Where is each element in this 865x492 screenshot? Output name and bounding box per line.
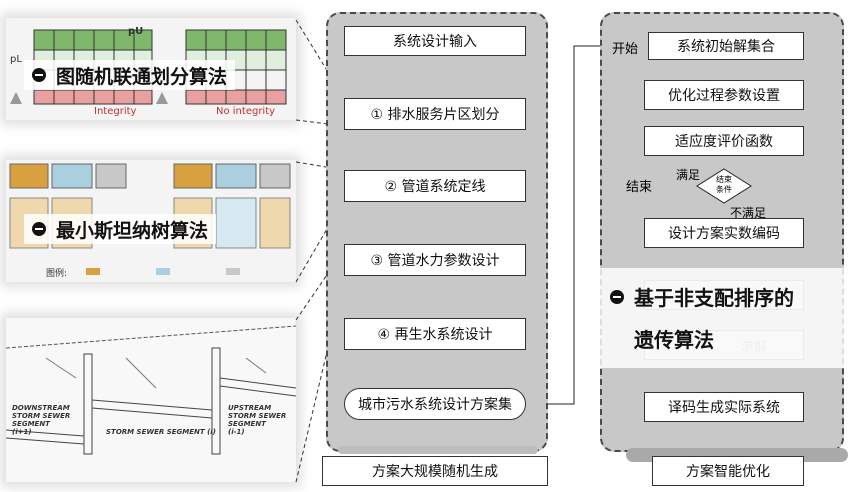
end-condition-text: 结束 条件 <box>716 175 732 194</box>
mst-label: 最小斯坦纳树算法 <box>24 214 217 244</box>
mst-title: 最小斯坦纳树算法 <box>56 219 209 242</box>
step-fitness-function[interactable]: 适应度评价函数 <box>644 126 804 156</box>
arrow-bullet-icon <box>610 289 624 304</box>
pu-label: pU <box>128 26 144 37</box>
pl-label: pL <box>10 54 22 65</box>
step-pipe-routing[interactable]: ② 管道系统定线 <box>344 170 526 202</box>
integrity-label: Integrity <box>94 106 137 117</box>
panel-base <box>338 446 538 454</box>
not-satisfied-label: 不满足 <box>730 206 767 220</box>
step-reclaimed-water[interactable]: ④ 再生水系统设计 <box>344 318 526 350</box>
step-system-input[interactable]: 系统设计输入 <box>344 26 526 56</box>
arrow-bullet-icon <box>32 68 46 82</box>
random-generation-caption: 方案大规模随机生成 <box>322 456 548 486</box>
step-real-encoding[interactable]: 设计方案实数编码 <box>644 218 804 248</box>
step-parameter-setup[interactable]: 优化过程参数设置 <box>644 80 804 110</box>
random-generation-panel <box>326 12 548 452</box>
step-initial-solution[interactable]: 系统初始解集合 <box>648 32 804 60</box>
diamond-shape <box>696 168 752 204</box>
upstream-label: UPSTREAM STORM SEWER SEGMENT (i-1) <box>228 404 287 436</box>
downstream-label: DOWNSTREAM STORM SEWER SEGMENT (i+1) <box>12 404 71 436</box>
nsga-label-line2: 遗传算法 <box>634 324 714 353</box>
step-service-area[interactable]: ① 排水服务片区划分 <box>344 98 526 130</box>
intelligent-optimization-caption: 方案智能优化 <box>652 456 804 486</box>
graph-partition-label: 图随机联通划分算法 <box>24 60 236 90</box>
step-decode-system[interactable]: 译码生成实际系统 <box>644 392 804 422</box>
nsga-label-line1: 基于非支配排序的 <box>610 282 794 311</box>
end-label: 结束 <box>626 180 653 195</box>
step-design-set[interactable]: 城市污水系统设计方案集 <box>344 388 526 420</box>
graph-partition-title: 图随机联通划分算法 <box>56 65 228 88</box>
end-condition-diamond[interactable]: 结束 条件 <box>696 168 752 204</box>
start-label: 开始 <box>612 42 639 57</box>
legend-title: 图例: <box>46 269 68 279</box>
nsga-title-1: 基于非支配排序的 <box>634 286 794 310</box>
no-integrity-label: No integrity <box>216 106 276 117</box>
sewer-profile-figure: DOWNSTREAM STORM SEWER SEGMENT (i+1) STO… <box>6 318 296 482</box>
satisfied-label: 满足 <box>676 168 701 182</box>
nsga-overlay <box>598 268 865 368</box>
step-hydraulic-design[interactable]: ③ 管道水力参数设计 <box>344 244 526 276</box>
middle-segment-label: STORM SEWER SEGMENT (i) <box>106 428 216 436</box>
sewer-profile-drawing <box>6 325 296 455</box>
arrow-bullet-icon <box>32 222 46 236</box>
nsga-title-2: 遗传算法 <box>634 328 714 352</box>
